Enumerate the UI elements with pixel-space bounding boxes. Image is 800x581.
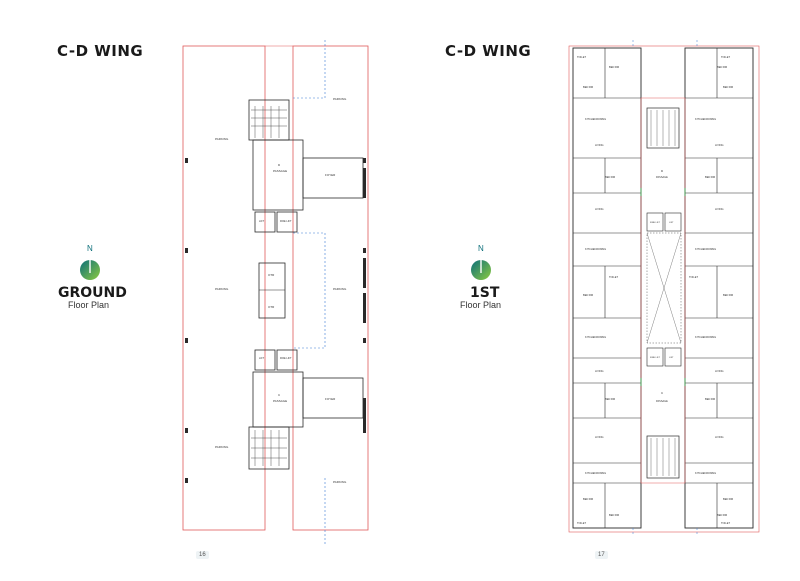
svg-text:C: C: [661, 391, 664, 395]
svg-text:KITCHEN/DINING: KITCHEN/DINING: [695, 471, 716, 475]
svg-text:D: D: [278, 163, 281, 167]
svg-text:BED RM: BED RM: [705, 397, 715, 401]
svg-text:KITCHEN/DINING: KITCHEN/DINING: [585, 247, 606, 251]
floor-subtitle: Floor Plan: [460, 300, 502, 310]
svg-text:C: C: [278, 393, 281, 397]
svg-text:PARKING: PARKING: [333, 97, 347, 101]
svg-text:D: D: [661, 169, 664, 173]
svg-text:PASSAGE: PASSAGE: [656, 176, 668, 179]
svg-text:PASSAGE: PASSAGE: [273, 169, 287, 173]
doors: [640, 188, 686, 386]
svg-text:LIFT: LIFT: [669, 222, 674, 224]
floor-subtitle: Floor Plan: [68, 300, 110, 310]
svg-text:BED RM: BED RM: [609, 513, 619, 517]
svg-text:TOILET: TOILET: [721, 55, 730, 59]
svg-text:KITCHEN/DINING: KITCHEN/DINING: [695, 247, 716, 251]
floor-name: GROUND: [58, 285, 127, 301]
svg-text:BED RM: BED RM: [583, 293, 593, 297]
svg-text:N: N: [478, 244, 484, 253]
core-d: D PASSAGE FOYER LIFT FIRE LIFT: [248, 99, 364, 233]
svg-text:BED RM: BED RM: [583, 85, 593, 89]
svg-text:BED RM: BED RM: [705, 175, 715, 179]
svg-text:LIFT: LIFT: [669, 357, 674, 359]
svg-text:FOYER: FOYER: [325, 173, 336, 177]
unit-divisions: [573, 48, 753, 528]
svg-text:OTR: OTR: [268, 273, 275, 277]
svg-text:BED RM: BED RM: [605, 397, 615, 401]
svg-text:BED RM: BED RM: [717, 513, 727, 517]
svg-text:KITCHEN/DINING: KITCHEN/DINING: [695, 117, 716, 121]
floor-name: 1ST: [470, 285, 500, 301]
svg-text:TOILET: TOILET: [577, 521, 586, 525]
north-compass-icon: N: [80, 244, 100, 280]
svg-text:LIVING: LIVING: [595, 369, 604, 373]
central-core: D PASSAGE FIRE LIFT LIFT FIRE LIFT LIFT …: [640, 97, 686, 484]
service-lines: [293, 40, 326, 546]
svg-text:FIRE LIFT: FIRE LIFT: [280, 220, 292, 223]
svg-text:LIVING: LIVING: [595, 207, 604, 211]
svg-text:LIVING: LIVING: [715, 369, 724, 373]
svg-text:BED RM: BED RM: [723, 293, 733, 297]
page-ground-floor: C-D WING N GROUND Floor Plan: [57, 40, 369, 559]
svg-text:BED RM: BED RM: [605, 175, 615, 179]
svg-text:BED RM: BED RM: [723, 85, 733, 89]
svg-text:TOILET: TOILET: [689, 275, 698, 279]
svg-text:KITCHEN/DINING: KITCHEN/DINING: [585, 471, 606, 475]
wing-title: C-D WING: [57, 42, 144, 60]
svg-text:LIVING: LIVING: [595, 435, 604, 439]
svg-text:TOILET: TOILET: [721, 521, 730, 525]
svg-text:LIVING: LIVING: [715, 435, 724, 439]
svg-text:TOILET: TOILET: [577, 55, 586, 59]
svg-text:PASSAGE: PASSAGE: [273, 399, 287, 403]
ground-floor-plan: D PASSAGE FOYER LIFT FIRE LIFT OTR OTR: [182, 40, 369, 546]
svg-text:LIVING: LIVING: [595, 143, 604, 147]
svg-text:BED RM: BED RM: [717, 65, 727, 69]
svg-text:PARKING: PARKING: [215, 445, 229, 449]
columns: [185, 158, 366, 483]
first-floor-plan: D PASSAGE FIRE LIFT LIFT FIRE LIFT LIFT …: [568, 40, 760, 536]
svg-text:BED RM: BED RM: [723, 497, 733, 501]
svg-text:LIVING: LIVING: [715, 143, 724, 147]
svg-text:PARKING: PARKING: [333, 480, 347, 484]
wing-title: C-D WING: [445, 42, 532, 60]
svg-text:FIRE LIFT: FIRE LIFT: [280, 357, 292, 360]
svg-text:PARKING: PARKING: [215, 137, 229, 141]
page-number: 17: [595, 551, 608, 559]
svg-text:BED RM: BED RM: [583, 497, 593, 501]
svg-text:FIRE LIFT: FIRE LIFT: [650, 357, 661, 359]
north-compass-icon: N: [471, 244, 491, 280]
svg-text:FIRE LIFT: FIRE LIFT: [650, 222, 661, 224]
svg-text:FOYER: FOYER: [325, 397, 336, 401]
svg-text:KITCHEN/DINING: KITCHEN/DINING: [585, 117, 606, 121]
page-number: 16: [196, 551, 209, 559]
page-first-floor: C-D WING N 1ST Floor Plan: [400, 0, 800, 581]
svg-text:OTR: OTR: [268, 305, 275, 309]
svg-text:KITCHEN/DINING: KITCHEN/DINING: [695, 335, 716, 339]
svg-text:BED RM: BED RM: [609, 65, 619, 69]
svg-text:PASSAGE: PASSAGE: [656, 400, 668, 403]
room-labels: BED RM BED RM TOILET TOILET BED RM BED R…: [577, 55, 733, 525]
svg-text:KITCHEN/DINING: KITCHEN/DINING: [585, 335, 606, 339]
svg-text:TOILET: TOILET: [609, 275, 618, 279]
svg-text:LIFT: LIFT: [259, 357, 265, 360]
svg-text:N: N: [87, 244, 93, 253]
svg-text:PARKING: PARKING: [215, 287, 229, 291]
svg-text:PARKING: PARKING: [333, 287, 347, 291]
svg-text:LIVING: LIVING: [715, 207, 724, 211]
core-c: LIFT FIRE LIFT C PASSAGE FOYER: [248, 349, 364, 470]
svg-text:LIFT: LIFT: [259, 220, 265, 223]
